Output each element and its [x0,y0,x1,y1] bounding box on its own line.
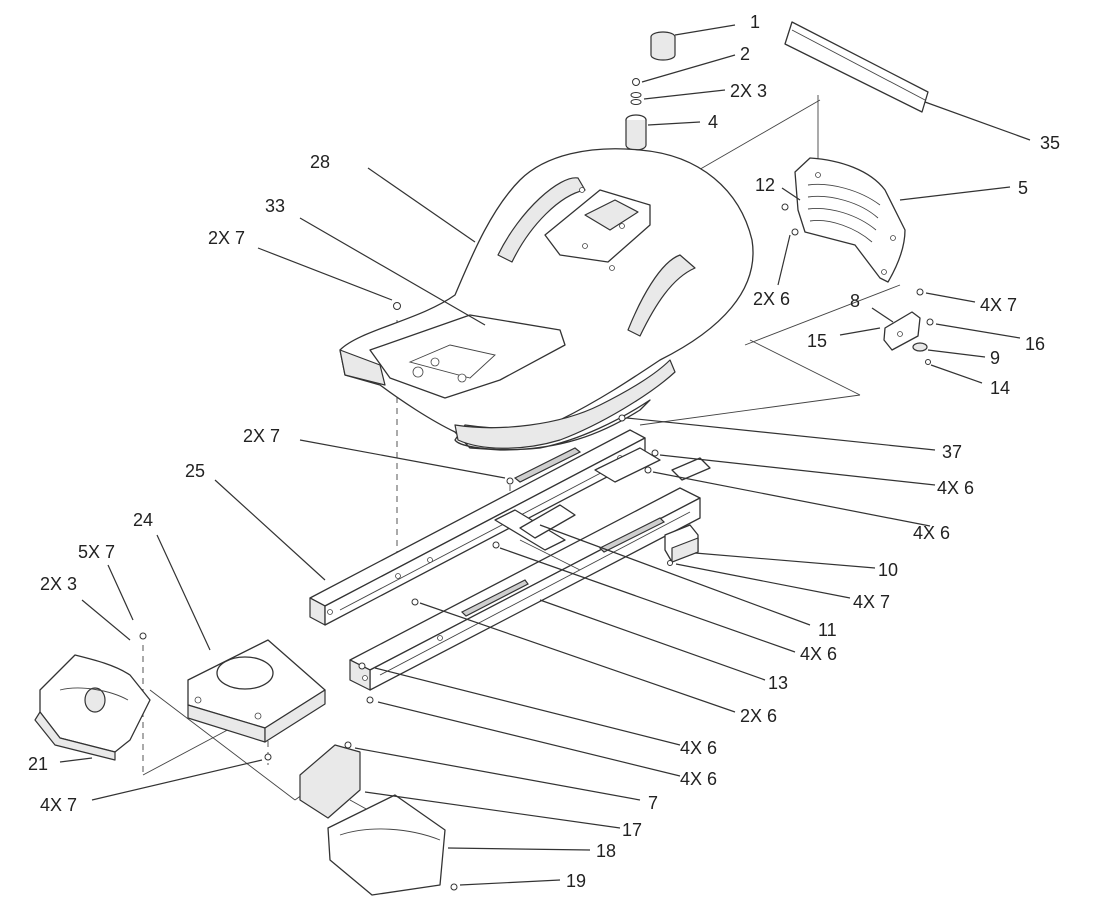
callout-5: 5 [1018,178,1028,198]
callout-9: 9 [990,348,1000,368]
callout-37: 37 [942,442,962,462]
callout-15: 15 [807,331,827,351]
part-17-18-shields [299,696,458,896]
callout-2x6-side: 2X 6 [753,289,790,309]
part-25-frame-rail [309,429,646,626]
callout-4x6-d: 4X 6 [680,738,717,758]
callout-5x7: 5X 7 [78,542,115,562]
part-1-4-knob-stack [625,31,676,151]
callout-4x6-a: 4X 6 [937,478,974,498]
callout-4x6-c: 4X 6 [800,644,837,664]
part-10-bracket [664,524,699,566]
callout-2x3-low: 2X 3 [40,574,77,594]
callout-4x6-b: 4X 6 [913,523,950,543]
callout-25: 25 [185,461,205,481]
callout-2x7-mid: 2X 7 [243,426,280,446]
callout-12: 12 [755,175,775,195]
callout-4x7-mid: 4X 7 [853,592,890,612]
callout-14: 14 [990,378,1010,398]
leader-lines [59,24,1031,886]
callout-3: 2X 3 [730,81,767,101]
callout-4x7-low: 4X 7 [40,795,77,815]
callout-11: 11 [818,620,837,640]
part-5-side-panel [781,157,924,296]
callout-28: 28 [310,152,330,172]
callout-7: 7 [648,793,658,813]
part-8-bracket [883,311,934,365]
callout-2x6-low: 2X 6 [740,706,777,726]
callout-21: 21 [28,754,48,774]
callout-13: 13 [768,673,788,693]
callout-33: 33 [265,196,285,216]
part-35-bar [784,21,929,113]
callout-4x6-e: 4X 6 [680,769,717,789]
callout-16: 16 [1025,334,1045,354]
part-24-plate [187,639,326,761]
callout-17: 17 [622,820,642,840]
callout-24: 24 [133,510,153,530]
callout-2: 2 [740,44,750,64]
callout-labels: 1 2 2X 3 4 35 5 12 28 33 2X 7 2X 6 4X 7 … [28,12,1060,891]
callout-18: 18 [596,841,616,861]
callout-2x7-top: 2X 7 [208,228,245,248]
rail-hardware [358,302,659,670]
callout-35: 35 [1040,133,1060,153]
callout-19: 19 [566,871,586,891]
part-21-bracket [34,632,151,761]
callout-4: 4 [708,112,718,132]
part-28-fender-body [339,148,754,451]
callout-10: 10 [878,560,898,580]
callout-4x7-side: 4X 7 [980,295,1017,315]
part-13-frame-rail [349,487,701,691]
callout-1: 1 [750,12,760,32]
callout-8: 8 [850,291,860,311]
